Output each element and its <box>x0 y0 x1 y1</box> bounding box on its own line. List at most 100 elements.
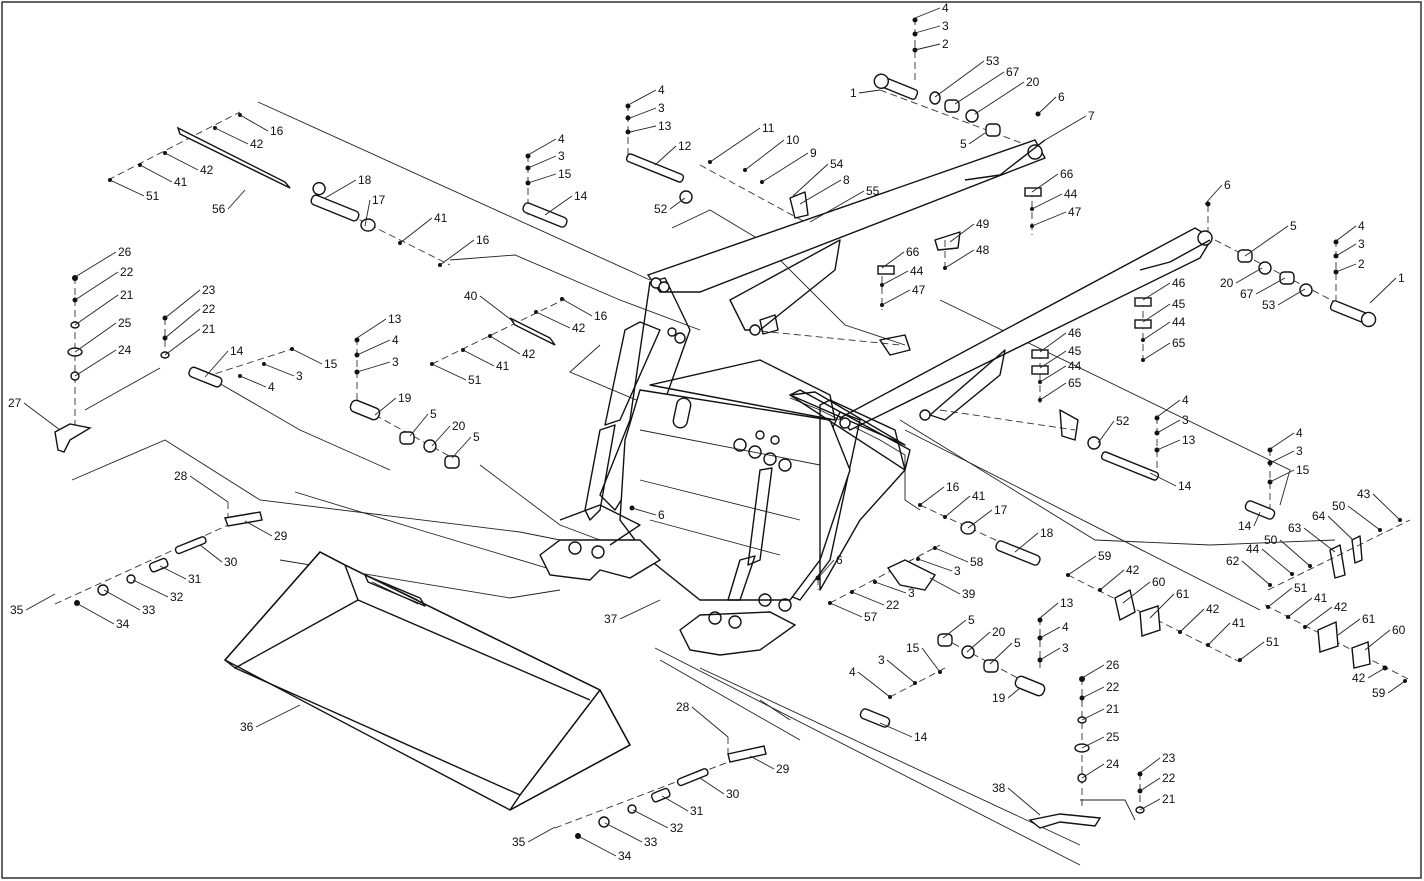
callout-number: 14 <box>230 344 244 358</box>
leader-line <box>1369 277 1397 304</box>
callout-number: 13 <box>658 119 672 133</box>
callout-number: 3 <box>1062 641 1069 655</box>
leader-line <box>1139 798 1161 811</box>
callout-c25b: 25 <box>1081 730 1120 749</box>
leader-line <box>914 43 941 51</box>
callout-c14a: 14 <box>544 189 588 216</box>
leader-line <box>239 114 269 132</box>
callout-number: 15 <box>558 167 572 181</box>
callout-number: 4 <box>658 83 665 97</box>
leader-line <box>1007 687 1021 699</box>
callout-number: 5 <box>430 407 437 421</box>
callout-c6c: 6 <box>817 553 843 579</box>
callout-c15b: 15 <box>291 348 338 371</box>
leader-line <box>199 544 223 563</box>
callout-c42g: 42 <box>1099 563 1140 591</box>
callout-c16b: 16 <box>439 233 490 266</box>
callout-number: 35 <box>10 603 24 617</box>
callout-c66b: 66 <box>881 245 920 269</box>
leader-line <box>1204 184 1223 205</box>
callout-number: 66 <box>906 245 920 259</box>
callout-c44d: 44 <box>1039 359 1082 383</box>
callout-number: 3 <box>942 19 949 33</box>
callout-c32b: 32 <box>632 809 684 835</box>
callout-number: 42 <box>200 163 214 177</box>
leader-line <box>164 152 199 171</box>
callout-c17b: 17 <box>967 503 1008 529</box>
leader-line <box>1253 511 1261 527</box>
callout-number: 4 <box>268 380 275 394</box>
leader-line <box>1269 469 1295 483</box>
leader-line <box>914 7 941 19</box>
leader-line <box>1304 606 1333 628</box>
callout-number: 4 <box>1182 393 1189 407</box>
leader-line <box>881 251 905 269</box>
callout-number: 16 <box>594 309 608 323</box>
callout-c13d: 13 <box>1039 596 1074 619</box>
callout-number: 29 <box>776 762 790 776</box>
callout-c16a: 16 <box>239 114 284 138</box>
callout-c28a: 28 <box>174 469 229 503</box>
leader-line <box>917 558 953 572</box>
callout-c13c: 13 <box>1156 433 1196 451</box>
leader-line <box>879 722 913 738</box>
callout-number: 49 <box>976 217 990 231</box>
callout-number: 3 <box>392 355 399 369</box>
callout-c33a: 33 <box>103 589 156 617</box>
callout-number: 33 <box>142 603 156 617</box>
leader-line <box>632 809 669 829</box>
leader-line <box>527 155 557 169</box>
leader-line <box>949 223 975 243</box>
leader-line <box>661 795 689 812</box>
callout-number: 4 <box>942 1 949 15</box>
callout-number: 44 <box>1172 315 1186 329</box>
callout-number: 22 <box>1162 771 1176 785</box>
callout-number: 53 <box>986 54 1000 68</box>
callout-c41d: 41 <box>1287 591 1328 618</box>
callout-number: 14 <box>1178 479 1192 493</box>
leader-line <box>858 89 881 94</box>
callout-c52b: 52 <box>1097 414 1130 444</box>
callout-c22e: 22 <box>1139 771 1176 792</box>
leader-line <box>1044 115 1087 141</box>
callout-number: 28 <box>174 469 188 483</box>
callout-c62: 62 <box>1226 554 1271 586</box>
callout-number: 44 <box>1064 187 1078 201</box>
leader-line <box>761 152 809 183</box>
callout-number: 41 <box>972 489 986 503</box>
callout-c6b: 6 <box>1204 178 1231 205</box>
callout-number: 2 <box>1358 257 1365 271</box>
leader-line <box>1367 667 1386 679</box>
callout-number: 39 <box>962 587 976 601</box>
leader-line <box>1031 211 1067 227</box>
leader-line <box>291 348 323 365</box>
leader-line <box>1335 243 1357 257</box>
callout-number: 47 <box>912 283 926 297</box>
callout-number: 3 <box>954 564 961 578</box>
leader-line <box>255 704 301 728</box>
leader-line <box>451 436 472 459</box>
callout-number: 5 <box>473 430 480 444</box>
leader-line <box>74 271 119 301</box>
callout-c5d: 5 <box>1244 219 1297 257</box>
callout-number: 3 <box>558 149 565 163</box>
callout-c11: 11 <box>709 121 775 163</box>
callout-number: 37 <box>604 612 618 626</box>
leader-line <box>535 311 571 329</box>
callout-c3h: 3 <box>1269 444 1303 464</box>
callout-number: 48 <box>976 243 990 257</box>
leader-line <box>374 397 397 416</box>
callout-c51c: 51 <box>1267 581 1308 608</box>
callout-c16c: 16 <box>561 298 608 323</box>
leader-line <box>1287 597 1313 618</box>
leader-line <box>1149 593 1175 619</box>
callout-number: 46 <box>1068 326 1082 340</box>
callout-c30b: 30 <box>699 777 740 801</box>
callout-c52a: 52 <box>654 197 686 216</box>
callout-number: 42 <box>522 347 536 361</box>
callout-c61b: 61 <box>1149 587 1190 619</box>
callout-c24a: 24 <box>74 343 132 377</box>
leader-line <box>792 163 829 197</box>
callout-c5e: 5 <box>942 613 975 639</box>
